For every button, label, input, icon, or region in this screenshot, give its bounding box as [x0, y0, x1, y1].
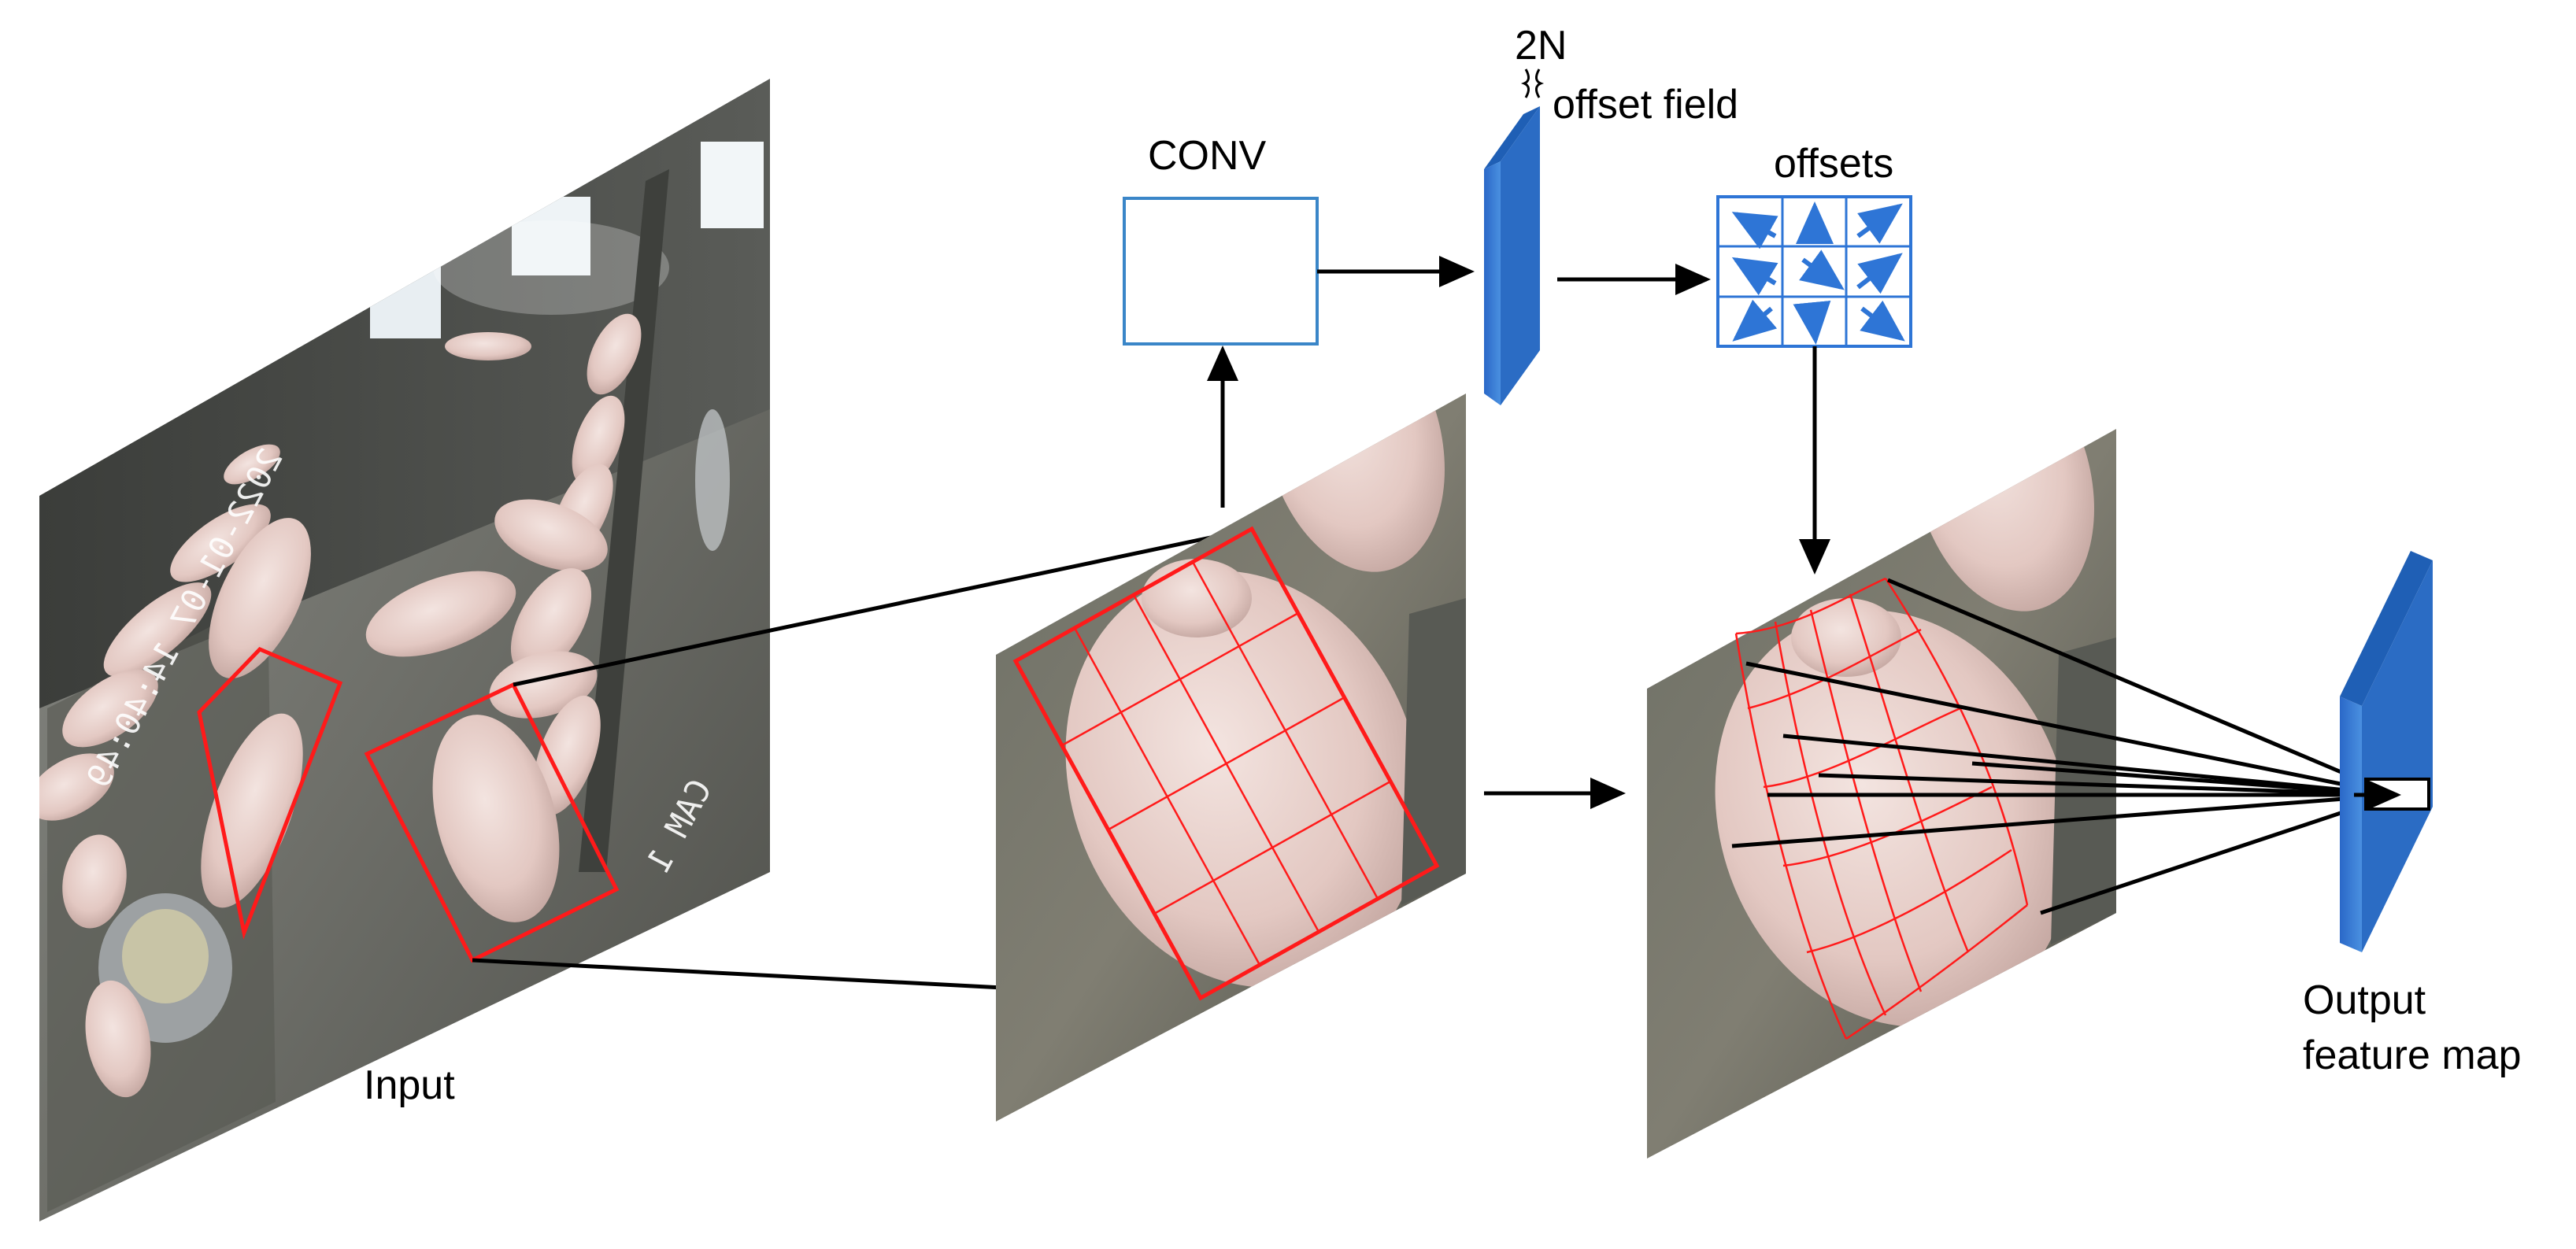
regular-sampling-grid: [1012, 526, 1440, 1001]
offsets-grid: [1716, 195, 1912, 348]
offsets-label: offsets: [1774, 141, 1893, 187]
input-image: 2022-01-07 14:40:49 CAM 1: [39, 79, 770, 1221]
barn-window: [370, 260, 441, 338]
output-label-line1: Output: [2303, 977, 2426, 1023]
two-n-label: 2N: [1515, 23, 1567, 68]
detection-box: [197, 647, 343, 940]
input-label: Input: [364, 1062, 455, 1108]
pen-divider: [579, 169, 669, 872]
sampling-lines: [1731, 578, 2396, 915]
detection-box-selected: [364, 682, 620, 963]
output-feature-map-slab: [2340, 551, 2433, 952]
pig-group: [39, 313, 642, 1098]
barn-window: [701, 142, 764, 228]
offset-field-slab: [1484, 106, 1540, 405]
conv-layer-box: [1123, 197, 1319, 346]
offset-field-label: offset field: [1553, 82, 1738, 127]
output-label-line2: feature map: [2303, 1033, 2522, 1078]
offset-arrow-icon: [1731, 201, 1905, 345]
deformed-feature-region: [1647, 429, 2116, 1158]
brace-icon: [1520, 68, 1545, 98]
projection-line: [513, 527, 1253, 687]
conv-label: CONV: [1148, 133, 1267, 179]
cropped-feature-region: [996, 394, 1466, 1122]
deformed-sampling-grid: [1734, 577, 2029, 1040]
